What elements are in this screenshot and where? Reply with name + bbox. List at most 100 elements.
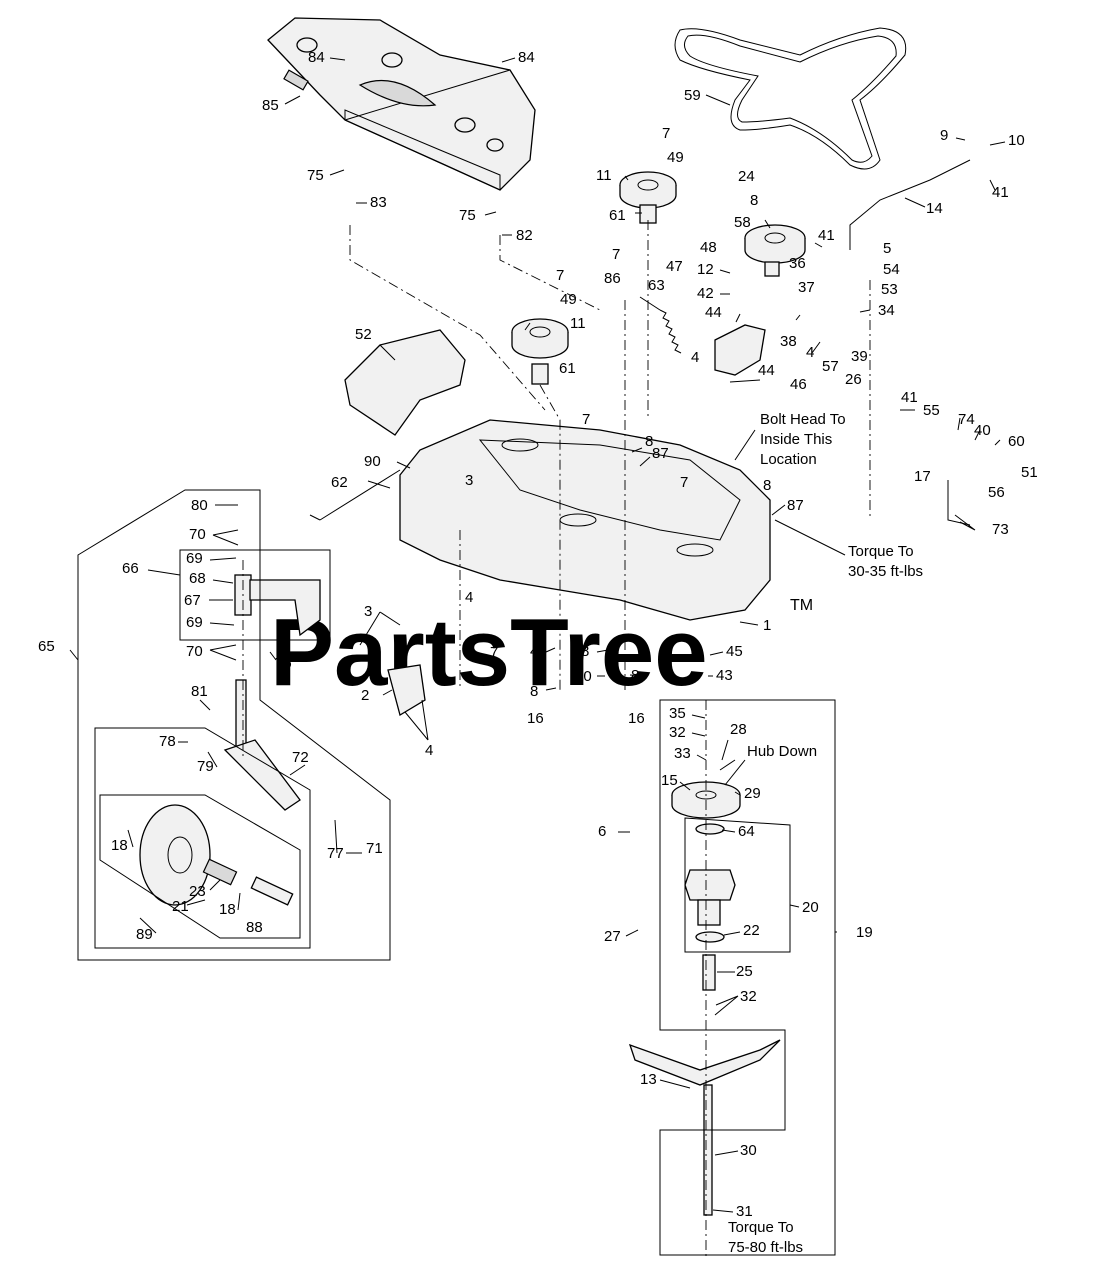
callout-82[interactable]: 82 (516, 227, 533, 244)
callout-87[interactable]: 87 (787, 497, 804, 514)
callout-69[interactable]: 69 (186, 550, 203, 567)
callout-25[interactable]: 25 (736, 963, 753, 980)
callout-44[interactable]: 44 (705, 304, 722, 321)
callout-20[interactable]: 20 (802, 899, 819, 916)
callout-70[interactable]: 70 (189, 526, 206, 543)
callout-43[interactable]: 43 (716, 667, 733, 684)
callout-80[interactable]: 80 (191, 497, 208, 514)
callout-76[interactable]: 76 (275, 655, 292, 672)
callout-54[interactable]: 54 (883, 261, 900, 278)
callout-48[interactable]: 48 (700, 239, 717, 256)
callout-51[interactable]: 51 (1021, 464, 1038, 481)
callout-37[interactable]: 37 (798, 279, 815, 296)
callout-60[interactable]: 60 (1008, 433, 1025, 450)
callout-47[interactable]: 47 (666, 258, 683, 275)
callout-84[interactable]: 84 (518, 49, 535, 66)
callout-31[interactable]: 31 (736, 1203, 753, 1220)
callout-24[interactable]: 24 (738, 168, 755, 185)
callout-55[interactable]: 55 (923, 402, 940, 419)
callout-49[interactable]: 49 (560, 291, 577, 308)
callout-56[interactable]: 56 (988, 484, 1005, 501)
callout-1[interactable]: 1 (763, 617, 771, 634)
callout-7[interactable]: 7 (680, 474, 688, 491)
callout-26[interactable]: 26 (845, 371, 862, 388)
callout-36[interactable]: 36 (789, 255, 806, 272)
v-belt-part[interactable] (674, 27, 907, 170)
callout-28[interactable]: 28 (730, 721, 747, 738)
callout-17[interactable]: 17 (914, 468, 931, 485)
callout-8[interactable]: 8 (763, 477, 771, 494)
callout-90[interactable]: 90 (364, 453, 381, 470)
callout-7[interactable]: 7 (556, 267, 564, 284)
callout-30[interactable]: 30 (740, 1142, 757, 1159)
callout-3[interactable]: 3 (364, 603, 372, 620)
callout-57[interactable]: 57 (822, 358, 839, 375)
callout-66[interactable]: 66 (122, 560, 139, 577)
idler-pulley-58-part[interactable] (744, 224, 806, 277)
callout-75[interactable]: 75 (307, 167, 324, 184)
spindle-shaft-part[interactable] (702, 954, 716, 991)
callout-19[interactable]: 19 (856, 924, 873, 941)
callout-84[interactable]: 84 (308, 49, 325, 66)
spindle-housing-part[interactable] (684, 823, 736, 943)
discharge-chute-part[interactable] (344, 329, 466, 436)
callout-73[interactable]: 73 (992, 521, 1009, 538)
mower-blade-part[interactable] (628, 1039, 781, 1086)
callout-4[interactable]: 4 (691, 349, 699, 366)
callout-72[interactable]: 72 (292, 749, 309, 766)
callout-18[interactable]: 18 (111, 837, 128, 854)
callout-8[interactable]: 8 (645, 433, 653, 450)
callout-14[interactable]: 14 (926, 200, 943, 217)
callout-11[interactable]: 11 (596, 167, 612, 184)
callout-29[interactable]: 29 (744, 785, 761, 802)
callout-16[interactable]: 16 (527, 710, 544, 727)
callout-70[interactable]: 70 (186, 643, 203, 660)
callout-8[interactable]: 8 (530, 683, 538, 700)
callout-75[interactable]: 75 (459, 207, 476, 224)
callout-74[interactable]: 74 (958, 411, 975, 428)
callout-61[interactable]: 61 (609, 207, 626, 224)
callout-62[interactable]: 62 (331, 474, 348, 491)
callout-88[interactable]: 88 (246, 919, 263, 936)
callout-38[interactable]: 38 (780, 333, 797, 350)
callout-27[interactable]: 27 (604, 928, 621, 945)
callout-89[interactable]: 89 (136, 926, 153, 943)
idler-arm-part[interactable] (714, 324, 766, 376)
callout-8[interactable]: 8 (750, 192, 758, 209)
callout-45[interactable]: 45 (726, 643, 743, 660)
callout-68[interactable]: 68 (189, 570, 206, 587)
callout-33[interactable]: 33 (674, 745, 691, 762)
callout-85[interactable]: 85 (262, 97, 279, 114)
callout-63[interactable]: 63 (648, 277, 665, 294)
caster-arm-part[interactable] (223, 574, 321, 811)
callout-3[interactable]: 3 (465, 472, 473, 489)
callout-22[interactable]: 22 (743, 922, 760, 939)
callout-15[interactable]: 15 (661, 772, 678, 789)
mower-deck-shell-part[interactable] (399, 419, 771, 621)
callout-59[interactable]: 59 (684, 87, 701, 104)
caster-wheel-part[interactable] (139, 804, 294, 906)
callout-23[interactable]: 23 (189, 883, 206, 900)
callout-41[interactable]: 41 (901, 389, 918, 406)
callout-65[interactable]: 65 (38, 638, 55, 655)
idler-pulley-lower-part[interactable] (511, 318, 569, 385)
callout-35[interactable]: 35 (669, 705, 686, 722)
baffle-part[interactable] (387, 664, 426, 717)
callout-4[interactable]: 4 (425, 742, 433, 759)
callout-81[interactable]: 81 (191, 683, 208, 700)
callout-7[interactable]: 7 (612, 246, 620, 263)
callout-46[interactable]: 46 (790, 376, 807, 393)
callout-86[interactable]: 86 (604, 270, 621, 287)
callout-7[interactable]: 7 (490, 644, 498, 661)
callout-6[interactable]: 6 (598, 823, 606, 840)
callout-4[interactable]: 4 (530, 643, 538, 660)
blade-bolt-part[interactable] (703, 1084, 713, 1216)
callout-12[interactable]: 12 (697, 261, 714, 278)
callout-41[interactable]: 41 (818, 227, 835, 244)
callout-87[interactable]: 87 (652, 445, 669, 462)
callout-71[interactable]: 71 (366, 840, 383, 857)
callout-53[interactable]: 53 (881, 281, 898, 298)
callout-58[interactable]: 58 (734, 214, 751, 231)
callout-77[interactable]: 77 (327, 845, 344, 862)
callout-52[interactable]: 52 (355, 326, 372, 343)
